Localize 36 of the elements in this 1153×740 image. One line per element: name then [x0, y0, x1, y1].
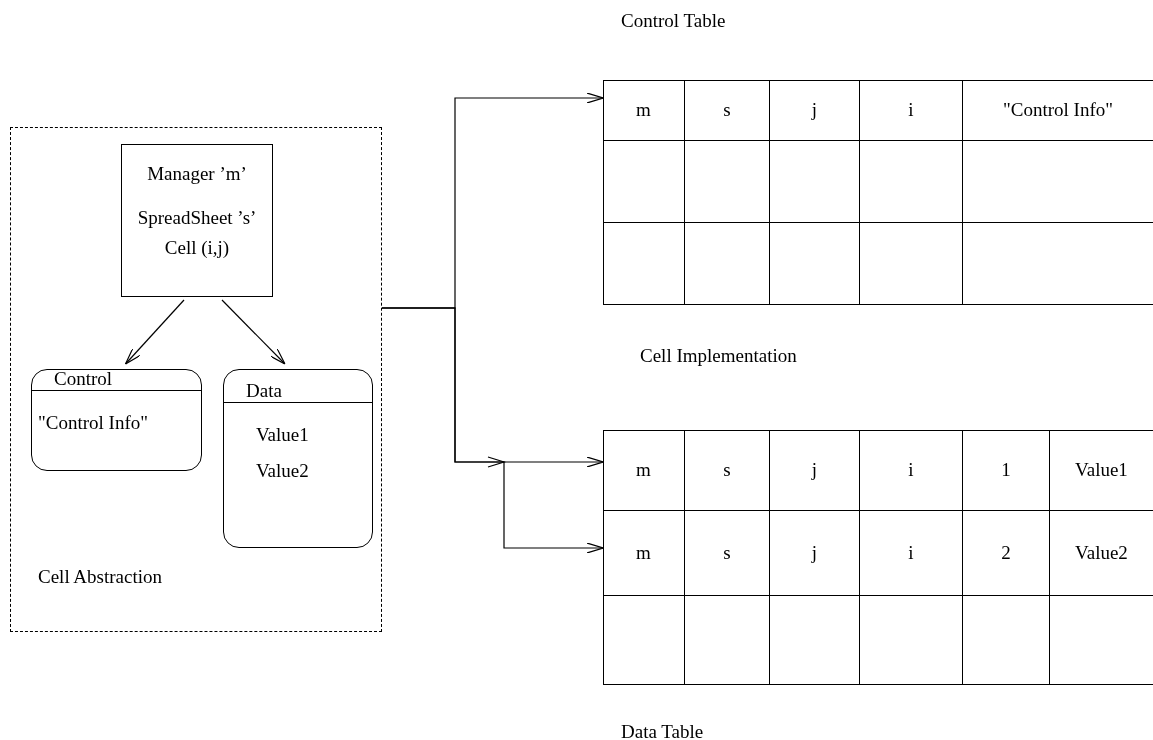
table-cell: 1 — [963, 430, 1050, 510]
group-label: Cell Abstraction — [38, 566, 162, 588]
table-cell: j — [770, 80, 860, 140]
section-label: Cell Implementation — [640, 345, 797, 367]
table-cell: s — [685, 430, 770, 510]
table-cell: Value2 — [1050, 510, 1153, 595]
arrow — [381, 307, 604, 554]
table-cell: m — [603, 510, 685, 595]
table-cell: j — [770, 430, 860, 510]
table-cell-text: "Control Info" — [1002, 98, 1114, 122]
table-cell: i — [860, 510, 963, 595]
process-box — [121, 144, 273, 297]
table-cell: m — [603, 430, 685, 510]
table-cell: j — [770, 510, 860, 595]
table-cell-text: Value1 — [1074, 458, 1129, 482]
box-heading: Control — [54, 368, 113, 390]
node-text: SpreadSheet ’s’ — [136, 207, 258, 229]
arrow — [221, 299, 286, 365]
table-cell: s — [685, 510, 770, 595]
table-title: Control Table — [621, 10, 726, 32]
table-cell: s — [685, 80, 770, 140]
table-cell: i — [860, 80, 963, 140]
table-title: Data Table — [621, 721, 704, 740]
rounded-box — [31, 369, 202, 471]
table-cell: 2 — [963, 510, 1050, 595]
node-text: Value2 — [256, 460, 309, 482]
table-cell: m — [603, 80, 685, 140]
node-text: Value1 — [256, 424, 309, 446]
node-text: "Control Info" — [38, 412, 148, 434]
rounded-box — [223, 369, 373, 548]
table-cell: i — [860, 430, 963, 510]
box-heading: Data — [246, 380, 282, 402]
node-text: Cell (i,j) — [163, 237, 231, 259]
node-text: Manager ’m’ — [146, 163, 248, 185]
arrow — [124, 299, 185, 365]
dashed-group-box — [10, 127, 382, 632]
